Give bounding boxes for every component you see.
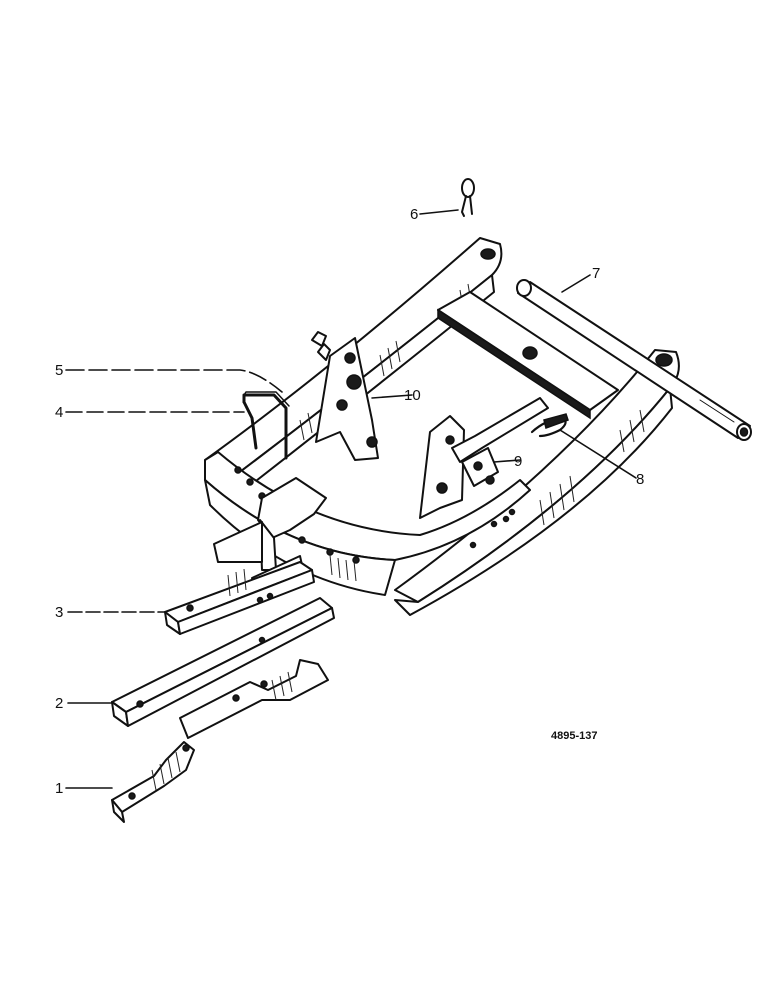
callout-10: 10 <box>404 387 421 404</box>
callout-7: 7 <box>592 265 600 282</box>
plate-part-1 <box>111 741 195 823</box>
callout-2: 2 <box>55 695 63 712</box>
drawing-code: 4895-137 <box>551 730 598 742</box>
leader-lines <box>65 209 637 789</box>
callout-6: 6 <box>410 206 418 223</box>
hairpin-part-8 <box>530 413 569 438</box>
drawbar-part-2 <box>111 597 335 727</box>
offset-plate <box>179 659 329 739</box>
u-bolt-part-4 <box>242 391 290 460</box>
callout-4: 4 <box>55 404 63 421</box>
callout-9: 9 <box>514 453 522 470</box>
callout-1: 1 <box>55 780 63 797</box>
rod-part-7 <box>516 279 752 441</box>
callout-3: 3 <box>55 604 63 621</box>
pin-part-9 <box>451 397 549 487</box>
callout-8: 8 <box>636 471 644 488</box>
hitch-bracket <box>419 415 465 519</box>
clip-part-6 <box>461 178 475 217</box>
drawbar-part-3 <box>164 561 315 635</box>
callout-labels: 1 2 3 4 5 6 7 8 9 10 <box>55 206 644 797</box>
callout-5: 5 <box>55 362 63 379</box>
bracket-part-10 <box>311 331 379 461</box>
